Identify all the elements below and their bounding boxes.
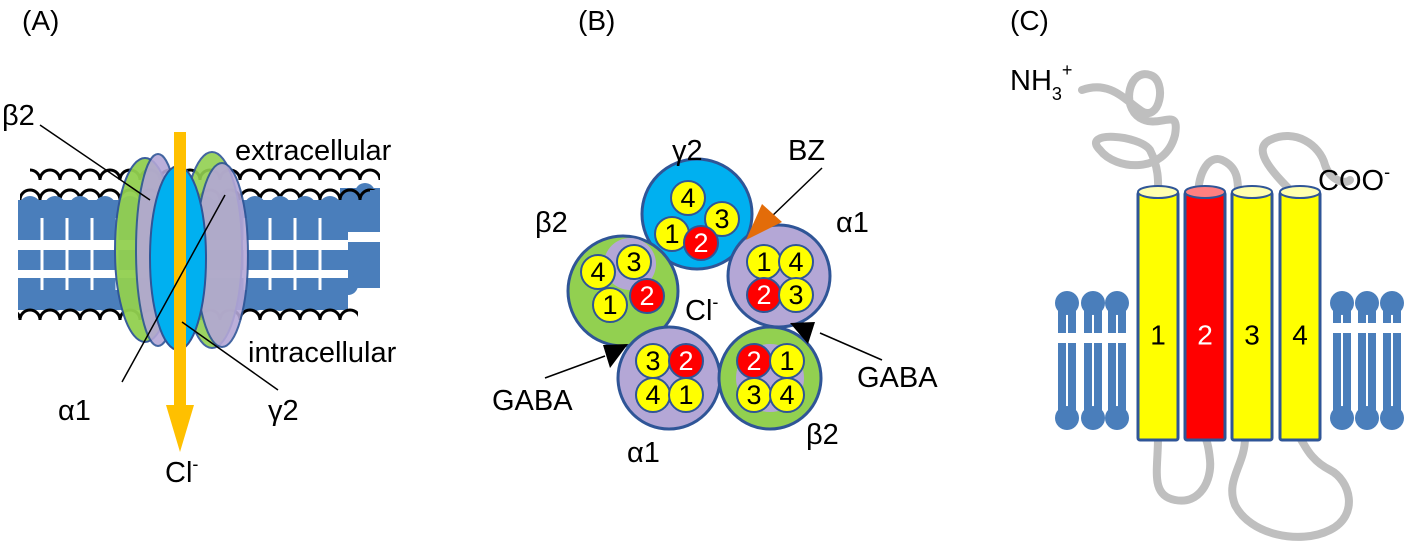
- svg-text:2: 2: [746, 346, 761, 376]
- panel-a-label: (A): [22, 5, 59, 36]
- panel-a-beta2-label: β2: [2, 100, 35, 132]
- c-terminus-label: COO-: [1318, 162, 1390, 197]
- intracellular-label: intracellular: [248, 337, 397, 369]
- svg-text:3: 3: [645, 346, 660, 376]
- peptide-loops: [1078, 70, 1354, 541]
- bz-binding-arrow: [746, 167, 823, 240]
- svg-text:4: 4: [645, 380, 660, 410]
- membrane-lipids-right: [1330, 291, 1405, 430]
- panel-b-alpha1-right-label: α1: [836, 207, 869, 239]
- svg-text:3: 3: [714, 204, 729, 234]
- svg-text:4: 4: [779, 380, 794, 410]
- subunit-alpha1-right: 1 4 2 3: [726, 223, 832, 329]
- panel-b-beta2-top-label: β2: [535, 207, 568, 239]
- svg-text:3: 3: [1244, 320, 1260, 351]
- svg-text:2: 2: [639, 281, 654, 311]
- panel-c-label: (C): [1010, 5, 1049, 36]
- gaba-arrow-left: [544, 344, 628, 379]
- svg-text:4: 4: [680, 183, 695, 213]
- subunit-beta2-bottom: 2 1 3 4: [717, 325, 823, 431]
- svg-text:1: 1: [602, 290, 617, 320]
- subunit-beta2-top: 4 3 1 2: [566, 234, 680, 348]
- svg-text:1: 1: [678, 380, 693, 410]
- panel-b-chloride-label: Cl-: [685, 292, 718, 327]
- panel-b: (B) 4 3 1 2 4 3 1 2: [492, 5, 938, 469]
- svg-text:4: 4: [1292, 320, 1308, 351]
- panel-a-alpha1-label: α1: [58, 395, 91, 427]
- panel-a-leader-lines: [39, 124, 279, 391]
- subunit-gamma2-top: 4 3 1 2: [640, 157, 754, 271]
- svg-text:2: 2: [1197, 320, 1213, 351]
- svg-text:1: 1: [779, 346, 794, 376]
- svg-text:3: 3: [788, 280, 803, 310]
- svg-text:2: 2: [756, 280, 771, 310]
- svg-text:1: 1: [664, 219, 679, 249]
- panel-c: (C): [1010, 5, 1405, 541]
- svg-text:1: 1: [756, 247, 771, 277]
- panel-b-beta2-bottom-label: β2: [806, 419, 839, 451]
- svg-text:4: 4: [590, 257, 605, 287]
- panel-b-label: (B): [578, 5, 615, 36]
- tm-segment-3: 3: [1230, 185, 1274, 442]
- gaba-label-right: GABA: [857, 362, 938, 394]
- panel-a-gamma2-label: γ2: [268, 395, 299, 427]
- gaba-label-left: GABA: [492, 385, 573, 417]
- svg-text:1: 1: [1150, 320, 1166, 351]
- chloride-flux-arrow: [166, 132, 194, 452]
- svg-text:2: 2: [678, 346, 693, 376]
- gaba-arrow-right: [790, 322, 883, 361]
- panel-b-alpha1-bottom-label: α1: [627, 437, 660, 469]
- bz-label: BZ: [788, 135, 825, 167]
- tm-segment-1: 1: [1136, 185, 1180, 442]
- extracellular-label: extracellular: [235, 135, 392, 167]
- svg-text:3: 3: [626, 247, 641, 277]
- panel-b-gamma2-label: γ2: [672, 135, 703, 167]
- svg-text:4: 4: [788, 247, 803, 277]
- membrane-lipids-left: [1055, 291, 1130, 430]
- panel-a: (A): [2, 5, 397, 489]
- n-terminus-label: NH3+: [1010, 60, 1072, 104]
- svg-text:2: 2: [693, 228, 708, 258]
- tm-segment-4: 4: [1278, 185, 1322, 442]
- svg-text:3: 3: [746, 380, 761, 410]
- panel-a-chloride-label: Cl-: [165, 454, 198, 489]
- tm-segment-2: 2: [1183, 185, 1227, 442]
- subunit-alpha1-bottom: 3 2 4 1: [616, 325, 722, 431]
